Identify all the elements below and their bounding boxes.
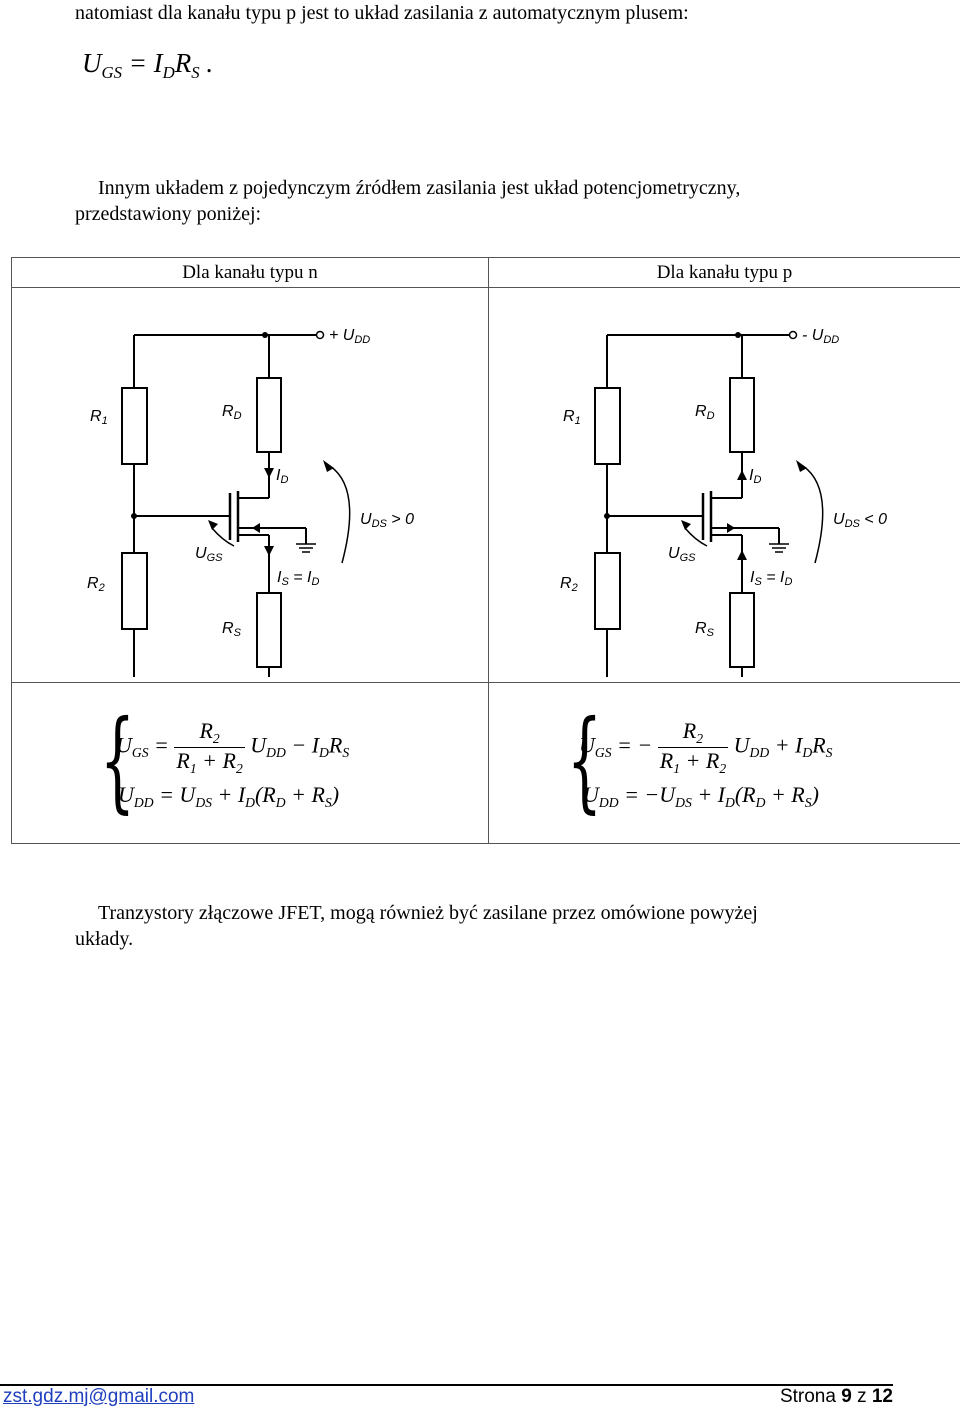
circuit-comparison-table: Dla kanału typu n Dla kanału typu p [11, 257, 960, 844]
circuit-n-diagram: + UDD R1 RD ID UDS > 0 UGS R2 IS = ID RS [87, 327, 414, 702]
paragraph-jfet-line2: układy. [75, 928, 134, 950]
equation-udd-p: UDD = −UDS + ID(RD + RS) [583, 782, 819, 810]
circuit-n-cell: + UDD R1 RD ID UDS > 0 UGS R2 IS = ID RS [11, 287, 489, 702]
footer-rule [0, 1384, 893, 1386]
rd-label-n: RD [222, 403, 242, 422]
supply-label-n: + UDD [329, 327, 370, 346]
page-current: 9 [841, 1386, 852, 1407]
paragraph-potentiometric-line2: przedstawiony poniżej: [75, 203, 262, 225]
supply-label-p: - UDD [802, 327, 839, 346]
paragraph-potentiometric-line1: Innym układem z pojedynczym źródłem zasi… [98, 177, 741, 199]
rd-label-p: RD [695, 403, 715, 422]
intro-line: natomiast dla kanału typu p jest to ukła… [75, 2, 689, 24]
is-label-p: IS = ID [750, 569, 792, 588]
circuit-p-diagram: - UDD R1 RD ID UDS < 0 UGS R2 IS = ID RS [560, 327, 887, 702]
equation-ugs-auto: UGS = IDRS . [82, 48, 214, 82]
uds-label-p: UDS < 0 [833, 511, 887, 530]
ugs-label-p: UGS [668, 545, 696, 564]
r2-label-n: R2 [87, 575, 105, 594]
id-label-n: ID [276, 467, 288, 486]
page-total: 12 [871, 1386, 893, 1407]
circuit-p-cell: - UDD R1 RD ID UDS < 0 UGS R2 IS = ID RS [488, 287, 960, 702]
footer-email-link[interactable]: zst.gdz.mj@gmail.com [3, 1386, 195, 1407]
page-number: Strona 9 z 12 [779, 1386, 893, 1407]
uds-label-n: UDS > 0 [360, 511, 414, 530]
r2-label-p: R2 [560, 575, 578, 594]
r1-label-n: R1 [90, 408, 108, 427]
rs-label-n: RS [222, 620, 242, 639]
id-label-p: ID [749, 467, 761, 486]
r1-label-p: R1 [563, 408, 581, 427]
equation-udd-n: UDD = UDS + ID(RD + RS) [118, 782, 340, 810]
system-brace-p: { [567, 696, 602, 824]
header-p-channel: Dla kanału typu p [488, 257, 960, 288]
paragraph-jfet-line1: Tranzystory złączowe JFET, mogą również … [98, 902, 758, 924]
is-label-n: IS = ID [277, 569, 319, 588]
ugs-label-n: UGS [195, 545, 223, 564]
header-n-channel: Dla kanału typu n [11, 257, 489, 288]
rs-label-p: RS [695, 620, 715, 639]
system-brace-n: { [100, 696, 135, 824]
